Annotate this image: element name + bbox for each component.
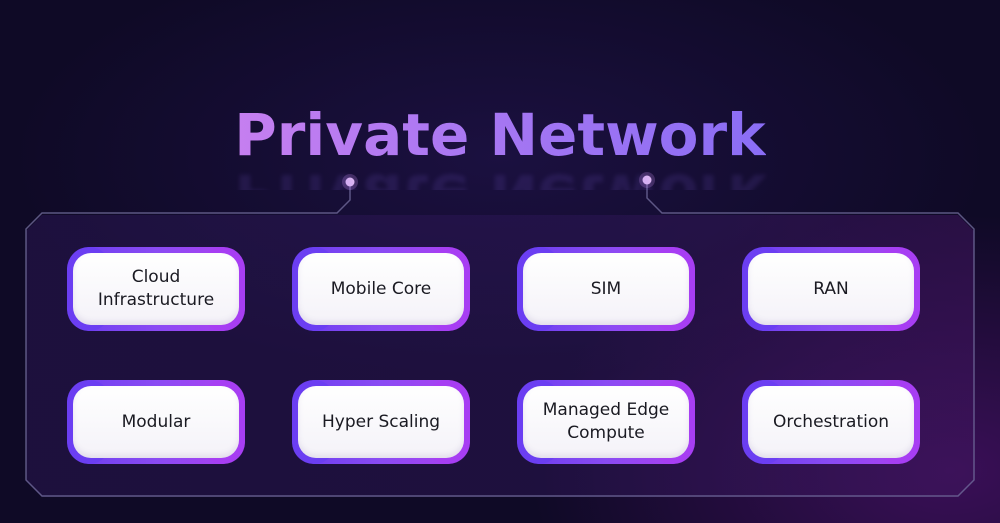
connector-dot-right [642, 175, 652, 185]
node-label: Orchestration [772, 411, 890, 432]
node-mobile-core: Mobile Core [292, 247, 470, 331]
node-sim: SIM [517, 247, 695, 331]
node-label: Cloud Infrastructure [97, 267, 215, 310]
node-ran: RAN [742, 247, 920, 331]
node-cloud-infrastructure: Cloud Infrastructure [67, 247, 245, 331]
connector-dot-left [345, 177, 355, 187]
node-modular: Modular [67, 380, 245, 464]
node-managed-edge-compute: Managed Edge Compute [517, 380, 695, 464]
node-label: Managed Edge Compute [542, 400, 670, 443]
title-container: Private Network [0, 100, 1000, 170]
node-label: Modular [121, 411, 191, 432]
page-title: Private Network [234, 101, 766, 169]
node-orchestration: Orchestration [742, 380, 920, 464]
node-label: RAN [813, 278, 849, 299]
node-label: Hyper Scaling [321, 411, 441, 432]
node-label: Mobile Core [330, 278, 432, 299]
node-hyper-scaling: Hyper Scaling [292, 380, 470, 464]
node-label: SIM [590, 278, 622, 299]
